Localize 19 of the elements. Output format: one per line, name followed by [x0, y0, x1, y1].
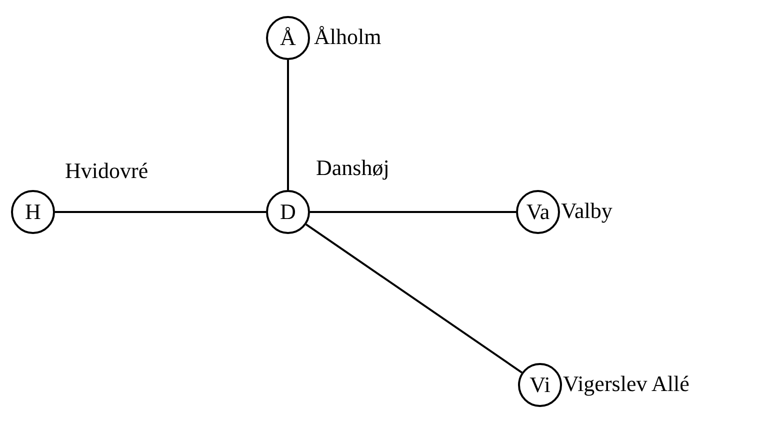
station-circle [518, 363, 562, 407]
station-circle [266, 190, 310, 234]
station-code: Å [280, 25, 296, 51]
station-code: H [25, 199, 41, 225]
station-code: D [280, 199, 296, 225]
station-name: Hvidovré [65, 158, 148, 184]
station-circle [11, 190, 55, 234]
station-circle [266, 16, 310, 60]
connector-line [287, 60, 289, 190]
connector-line [306, 224, 522, 374]
station-name: Danshøj [316, 155, 390, 181]
connector-line [55, 211, 266, 213]
station-name: Ålholm [314, 24, 382, 50]
station-code: Va [526, 199, 550, 225]
station-name: Vigerslev Allé [563, 371, 690, 397]
station-code: Vi [530, 372, 550, 398]
station-name: Valby [561, 198, 612, 224]
station-circle [516, 190, 560, 234]
connector-line [310, 211, 516, 213]
